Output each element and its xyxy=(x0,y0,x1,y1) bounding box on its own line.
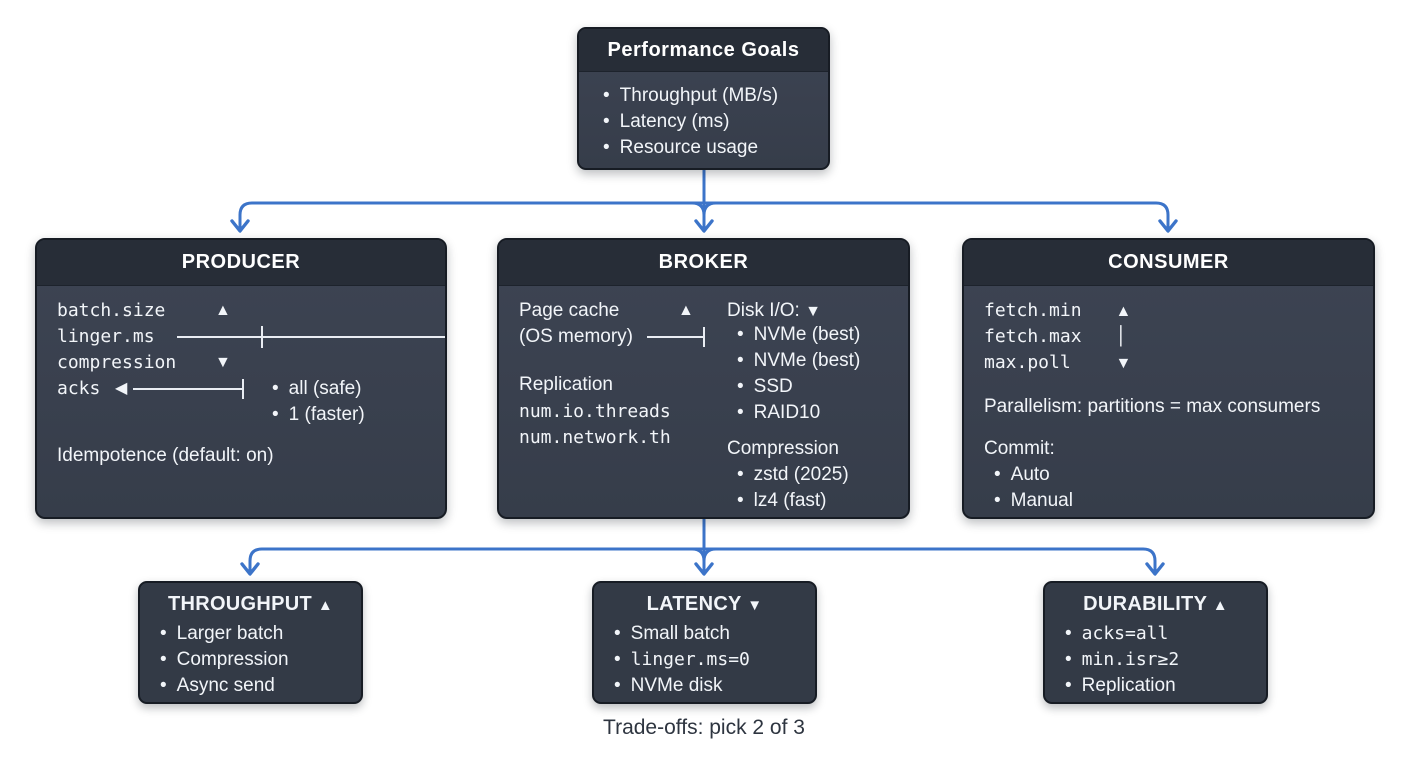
disk-item: SSD xyxy=(737,374,860,400)
up-triangle-icon: ▲ xyxy=(215,302,231,319)
producer-batch-size-label: batch.size xyxy=(57,300,166,321)
producer-box: PRODUCER batch.size ▲ linger.ms compress… xyxy=(35,238,447,519)
latency-item: Small batch xyxy=(614,621,750,647)
arrowhead-broker xyxy=(694,219,714,233)
broker-io-threads-config: num.io.threads xyxy=(519,401,671,422)
goal-item: Throughput (MB/s) xyxy=(603,83,818,109)
broker-disk-io-label: Disk I/O: xyxy=(727,300,800,321)
acks-option: all (safe) xyxy=(272,376,365,402)
broker-os-memory-label: (OS memory) xyxy=(519,326,633,347)
down-triangle-icon: ▼ xyxy=(1115,355,1132,372)
throughput-title: THROUGHPUT ▲ xyxy=(140,593,361,616)
disk-item: NVMe (best) xyxy=(737,322,861,348)
latency-list: Small batch linger.ms=0 NVMe disk xyxy=(614,621,750,699)
consumer-commit-label: Commit: xyxy=(984,438,1055,459)
consumer-parallelism-note: Parallelism: partitions = max consumers xyxy=(984,396,1321,417)
arrowhead-latency xyxy=(694,562,714,576)
producer-acks-label: acks xyxy=(57,378,101,399)
producer-linger-ms-label: linger.ms xyxy=(57,326,155,347)
throughput-item: Larger batch xyxy=(160,621,289,647)
vertical-bar-icon: │ xyxy=(1115,326,1127,347)
down-triangle-icon: ▼ xyxy=(215,354,231,371)
durability-list: acks=all min.isr≥2 Replication xyxy=(1065,621,1180,699)
latency-title: LATENCY ▼ xyxy=(594,593,815,616)
disk-item: NVMe (best) xyxy=(737,348,861,374)
commit-item: Manual xyxy=(994,488,1073,514)
performance-goals-box: Performance Goals Throughput (MB/s) Late… xyxy=(577,27,830,170)
durability-outcome-box: DURABILITY ▲ acks=all min.isr≥2 Replicat… xyxy=(1043,581,1268,704)
broker-title: BROKER xyxy=(499,240,908,286)
bottom-connector-tree xyxy=(240,517,1165,576)
producer-title: PRODUCER xyxy=(37,240,445,286)
left-triangle-icon: ◀ xyxy=(115,380,128,397)
broker-disk-list: NVMe (best) NVMe (best) SSD RAID10 xyxy=(737,322,861,426)
consumer-title: CONSUMER xyxy=(964,240,1373,286)
compression-item: lz4 (fast) xyxy=(737,488,849,514)
performance-goals-list: Throughput (MB/s) Latency (ms) Resource … xyxy=(579,72,828,161)
consumer-max-poll-label: max.poll xyxy=(984,352,1071,373)
latency-item-config: linger.ms=0 xyxy=(630,649,750,670)
durability-title-text: DURABILITY xyxy=(1083,593,1207,615)
throughput-title-text: THROUGHPUT xyxy=(167,593,313,615)
top-connector-tree xyxy=(230,168,1178,233)
up-triangle-icon: ▲ xyxy=(678,302,694,319)
os-memory-line-icon xyxy=(647,327,705,347)
durability-item: acks=all xyxy=(1065,621,1179,647)
arrowhead-producer xyxy=(230,219,250,233)
durability-title: DURABILITY ▲ xyxy=(1045,593,1266,616)
latency-item: linger.ms=0 xyxy=(614,647,750,673)
performance-goals-title: Performance Goals xyxy=(579,29,828,72)
acks-range-line-icon xyxy=(133,379,244,399)
producer-idempotence-note: Idempotence (default: on) xyxy=(57,445,274,466)
latency-title-text: LATENCY xyxy=(646,593,742,615)
throughput-list: Larger batch Compression Async send xyxy=(160,621,289,699)
range-line-icon xyxy=(177,326,445,348)
broker-replication-label: Replication xyxy=(519,374,613,395)
broker-page-cache-label: Page cache xyxy=(519,300,620,321)
goal-item: Latency (ms) xyxy=(603,109,818,135)
acks-option: 1 (faster) xyxy=(272,402,365,428)
consumer-box: CONSUMER fetch.min ▲ fetch.max │ max.pol… xyxy=(962,238,1375,519)
disk-item: RAID10 xyxy=(737,400,860,426)
tradeoffs-caption: Trade-offs: pick 2 of 3 xyxy=(603,716,805,739)
down-triangle-icon: ▼ xyxy=(747,597,763,614)
broker-box: BROKER Page cache ▲ (OS memory) Replicat… xyxy=(497,238,910,519)
durability-item-config: min.isr≥2 xyxy=(1081,649,1180,670)
broker-compression-list: zstd (2025) lz4 (fast) xyxy=(737,462,849,514)
up-triangle-icon: ▲ xyxy=(317,597,334,614)
broker-compression-label: Compression xyxy=(727,438,839,459)
consumer-fetch-min-label: fetch.min xyxy=(984,300,1082,321)
arrowhead-throughput xyxy=(240,562,260,576)
consumer-commit-list: Auto Manual xyxy=(994,462,1073,514)
producer-compression-label: compression xyxy=(57,352,177,373)
broker-network-threads-config: num.network.th xyxy=(519,427,671,448)
goal-item: Resource usage xyxy=(603,135,818,161)
throughput-item: Compression xyxy=(160,647,289,673)
up-triangle-icon: ▲ xyxy=(1115,303,1132,320)
latency-outcome-box: LATENCY ▼ Small batch linger.ms=0 NVMe d… xyxy=(592,581,817,704)
durability-item-config: acks=all xyxy=(1081,623,1169,644)
durability-item: min.isr≥2 xyxy=(1065,647,1180,673)
commit-item: Auto xyxy=(994,462,1073,488)
consumer-fetch-max-label: fetch.max xyxy=(984,326,1082,347)
latency-item: NVMe disk xyxy=(614,673,750,699)
down-triangle-icon: ▼ xyxy=(805,303,821,320)
compression-item: zstd (2025) xyxy=(737,462,849,488)
arrowhead-durability xyxy=(1145,562,1165,576)
throughput-item: Async send xyxy=(160,673,289,699)
throughput-outcome-box: THROUGHPUT ▲ Larger batch Compression As… xyxy=(138,581,363,704)
durability-item: Replication xyxy=(1065,673,1179,699)
producer-acks-options: all (safe) 1 (faster) xyxy=(272,376,365,428)
up-triangle-icon: ▲ xyxy=(1212,597,1228,614)
arrowhead-consumer xyxy=(1158,219,1178,233)
